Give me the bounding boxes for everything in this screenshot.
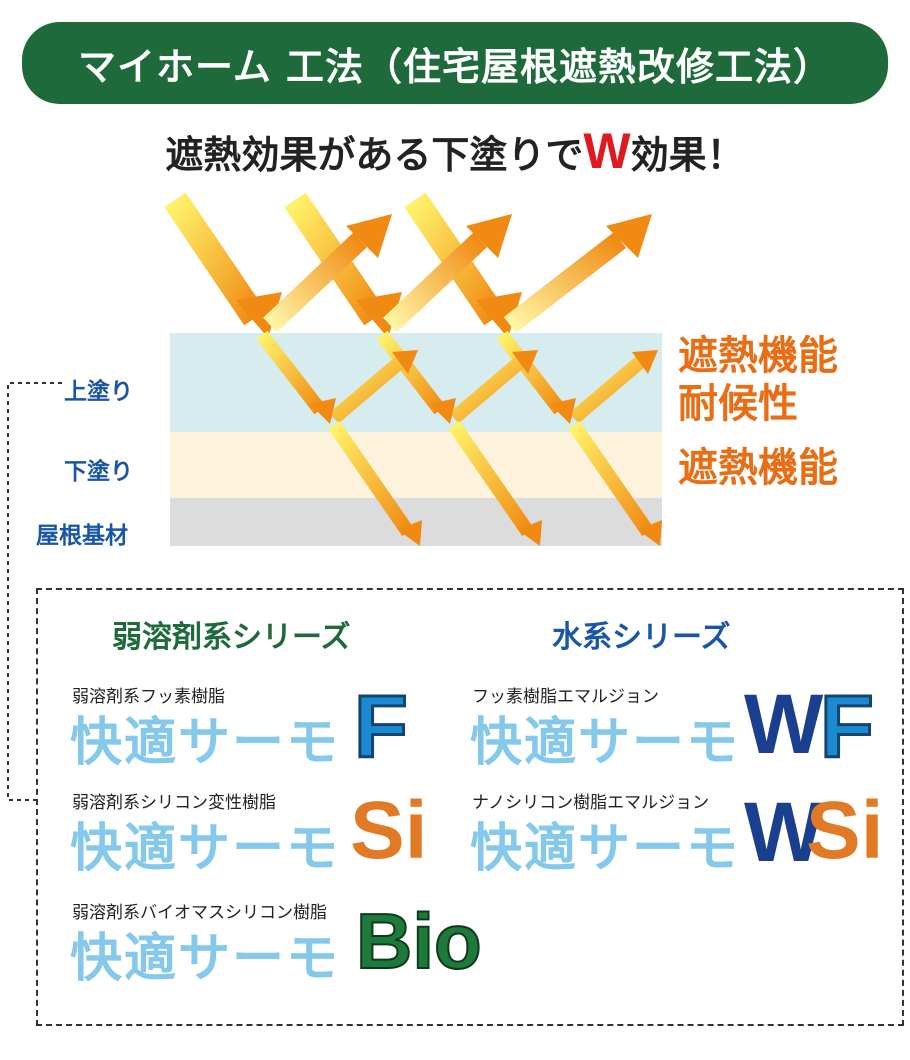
product-name: 快適サーモ (70, 713, 341, 773)
product-name: 快適サーモ (70, 929, 341, 989)
product-name: 快適サーモ (70, 819, 341, 879)
series-box (36, 588, 904, 1026)
page-title: マイホーム 工法（住宅屋根遮熱改修工法） (77, 44, 833, 89)
title-bar: マイホーム 工法（住宅屋根遮熱改修工法） (22, 22, 888, 104)
topcoat-function-1: 遮熱機能 (678, 333, 838, 379)
badge-si: Si (350, 785, 428, 876)
product-caption: フッ素樹脂エマルジョン (472, 687, 659, 707)
incoming-arrowheads (236, 292, 522, 338)
badge-f: F (819, 676, 876, 778)
product-name: 快適サーモ (470, 713, 741, 773)
subtitle-post: 効果！ (630, 133, 745, 177)
label-undercoat: 下塗り (64, 459, 133, 485)
topcoat-functions: 遮熱機能 耐候性 (678, 332, 838, 428)
product-caption: 弱溶剤系シリコン変性樹脂 (72, 793, 276, 813)
badge-w: W (744, 785, 824, 879)
reflected-rays (263, 232, 627, 333)
product-name: 快適サーモ (470, 819, 741, 879)
subtitle-pre: 遮熱効果がある下塗りで (165, 133, 584, 177)
product-caption: 弱溶剤系バイオマスシリコン樹脂 (72, 903, 327, 923)
label-substrate: 屋根基材 (36, 523, 128, 549)
undercoat-function: 遮熱機能 (678, 445, 838, 491)
solvent-series-heading: 弱溶剤系シリーズ (112, 620, 351, 655)
badge-f: F (353, 676, 410, 778)
product-caption: ナノシリコン樹脂エマルジョン (472, 793, 710, 813)
badge-si: Si (806, 785, 884, 876)
water-series-heading: 水系シリーズ (552, 620, 731, 655)
badge-w: W (744, 677, 824, 771)
subtitle-highlight: W (583, 123, 631, 179)
topcoat-function-2: 耐候性 (678, 381, 798, 427)
reflected-arrowheads (346, 214, 652, 258)
product-caption: 弱溶剤系フッ素樹脂 (72, 687, 225, 707)
badge-bio: Bio (355, 896, 483, 986)
label-topcoat: 上塗り (64, 379, 133, 405)
subtitle: 遮熱効果がある下塗りでW効果！ (0, 122, 910, 180)
inner-arrowheads (310, 350, 662, 546)
inner-rays (256, 330, 654, 536)
